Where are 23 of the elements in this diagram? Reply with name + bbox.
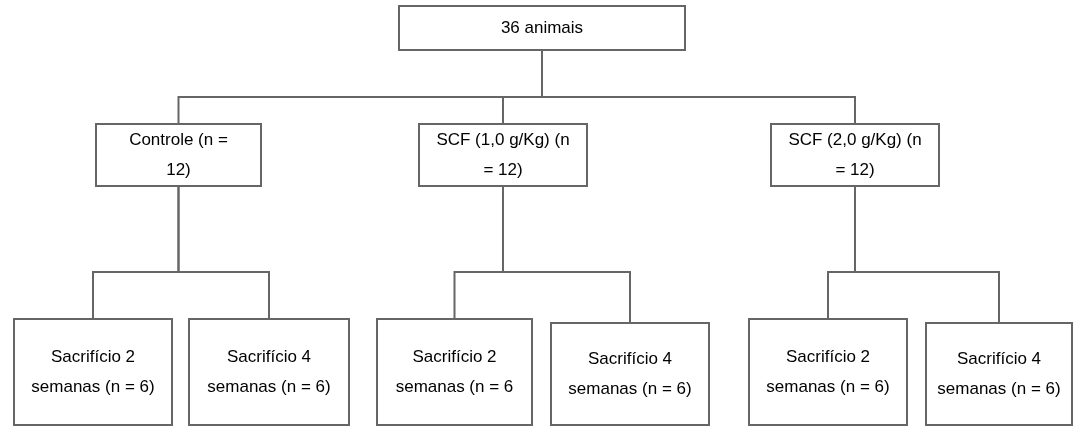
group-box	[13, 318, 173, 426]
group-box	[398, 5, 686, 51]
group-box	[748, 318, 908, 426]
group-box	[95, 123, 262, 187]
box-label: Sacrifício 2 semanas (n = 6)	[30, 346, 156, 398]
group-box	[418, 123, 588, 187]
box-label: Sacrifício 4 semanas (n = 6)	[206, 346, 332, 398]
box-label: 36 animais	[500, 17, 584, 39]
box-label: SCF (1,0 g/Kg) (n = 12)	[436, 129, 570, 181]
group-box	[770, 123, 940, 187]
box-label: Sacrifício 4 semanas (n = 6)	[567, 348, 693, 400]
group-box	[925, 322, 1073, 426]
group-box	[550, 322, 710, 426]
box-label: SCF (2,0 g/Kg) (n = 12)	[788, 129, 922, 181]
connector-line	[177, 186, 270, 319]
group-box	[188, 318, 350, 426]
box-label: Sacrifício 2 semanas (n = 6)	[765, 346, 891, 398]
box-label: Controle (n = 12)	[128, 129, 229, 181]
connector-line	[502, 186, 631, 323]
box-label: Sacrifício 4 semanas (n = 6)	[936, 348, 1062, 400]
connector-line	[854, 186, 1000, 323]
box-label: Sacrifício 2 semanas (n = 6	[394, 346, 515, 398]
group-box	[376, 318, 533, 426]
